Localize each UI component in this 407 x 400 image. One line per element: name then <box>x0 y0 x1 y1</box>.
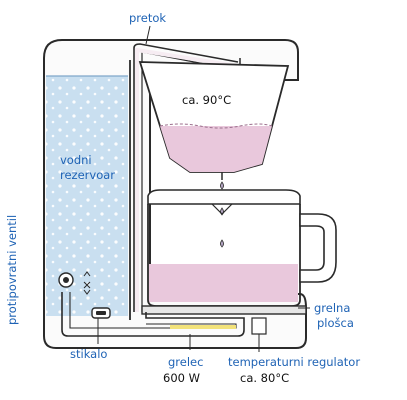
riser-tube-fill <box>135 47 238 312</box>
label-reservoir-1: vodni <box>60 153 92 167</box>
label-regulator-2: ca. 80°C <box>240 371 289 385</box>
check-valve-ball <box>63 277 69 283</box>
drop <box>220 181 224 190</box>
label-hot-plate-1: grelna <box>314 301 350 315</box>
carafe-lid <box>147 189 301 205</box>
coffee-in-carafe <box>149 264 298 302</box>
label-regulator-1: temperaturni regulator <box>228 355 360 369</box>
carafe-handle <box>299 213 337 283</box>
hot-plate <box>141 305 307 315</box>
label-heater-2: 600 W <box>163 371 200 385</box>
heater-tube <box>61 292 245 337</box>
carafe-lid-funnel <box>211 203 233 215</box>
filter-surface <box>159 123 273 129</box>
coffee-in-filter <box>160 126 272 172</box>
flow-arrows-icon <box>83 271 91 295</box>
heater-glow <box>170 325 236 329</box>
label-hot-plate-2: plošca <box>317 316 354 330</box>
label-heater-1: grelec <box>168 355 203 369</box>
label-valve: protipovratni ventil <box>5 215 19 325</box>
label-top-temp: ca. 90°C <box>182 93 231 107</box>
riser-tube <box>133 43 239 312</box>
leader-pretok <box>145 25 151 45</box>
label-reservoir-2: rezervoar <box>60 168 115 182</box>
label-pretok: pretok <box>129 11 166 25</box>
reservoir-bubbles <box>46 76 128 316</box>
temperature-regulator <box>251 317 267 335</box>
label-switch: stikalo <box>70 347 107 361</box>
drop <box>220 239 224 248</box>
power-switch-toggle <box>96 311 106 315</box>
